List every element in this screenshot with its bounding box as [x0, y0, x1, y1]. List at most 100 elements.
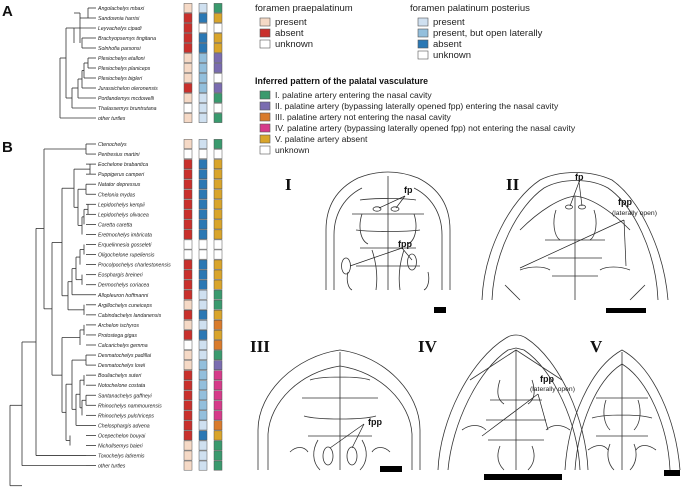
- panel-label-b: B: [2, 139, 13, 156]
- character-cell: [183, 169, 193, 180]
- character-cell: [213, 340, 223, 350]
- legend-swatch: [259, 101, 271, 111]
- skull-numeral-ii: II: [506, 175, 520, 194]
- taxon-name: Portlandemys mcdowelli: [98, 96, 155, 102]
- character-cell: [183, 149, 193, 159]
- legend-label: present: [275, 17, 307, 28]
- legend-swatch: [259, 134, 271, 144]
- character-cell: [213, 73, 223, 83]
- character-cell: [213, 450, 223, 461]
- phylogeny-tree-a: [59, 7, 96, 119]
- character-cell: [198, 309, 208, 320]
- taxon-name: Nichollsemys baieri: [98, 444, 144, 450]
- character-cell: [213, 3, 223, 13]
- character-cell: [198, 139, 208, 149]
- character-cell: [183, 3, 193, 13]
- character-cell: [198, 259, 208, 270]
- skull-i-fpp-label: fpp: [398, 239, 412, 249]
- character-cell: [213, 93, 223, 103]
- character-cell: [213, 53, 223, 63]
- character-cell: [198, 149, 208, 159]
- character-cell: [213, 229, 223, 240]
- character-cell: [183, 113, 193, 123]
- legend-label: present: [433, 17, 465, 28]
- character-cell: [183, 340, 193, 350]
- character-cell: [198, 63, 208, 73]
- taxon-name: Jurassichelon oleronensis: [97, 86, 158, 92]
- character-cell: [183, 189, 193, 200]
- character-cell: [183, 33, 193, 43]
- character-cell: [213, 139, 223, 149]
- character-cell: [198, 320, 208, 330]
- character-cell: [198, 400, 208, 411]
- character-cell: [183, 239, 193, 250]
- character-cell: [213, 360, 223, 370]
- character-cell: [183, 289, 193, 300]
- taxon-name: Puppigerus camperi: [98, 172, 145, 178]
- taxon-name: Bouliachelys suteri: [98, 373, 142, 379]
- legend-swatch: [259, 28, 271, 38]
- character-cell: [183, 279, 193, 290]
- legend-label: III. palatine artery not entering the na…: [275, 112, 451, 122]
- character-cell: [183, 320, 193, 330]
- character-cell: [213, 23, 223, 33]
- skull-iv-fpp-note: (laterally open): [530, 386, 575, 393]
- taxon-name: Dermochelys coriacea: [98, 283, 149, 289]
- character-cell: [183, 380, 193, 391]
- character-cell: [213, 83, 223, 93]
- scale-bar-iv: [484, 474, 562, 480]
- taxon-name: Natator depressus: [98, 182, 141, 188]
- character-cell: [198, 289, 208, 300]
- character-cell: [183, 330, 193, 340]
- character-cell: [198, 299, 208, 310]
- taxon-name: Eretmochelys imbricata: [98, 232, 152, 238]
- character-cell: [183, 139, 193, 149]
- taxon-name: Santanachelys gaffneyi: [98, 393, 152, 399]
- taxon-name: Leyvachelys cipadi: [98, 26, 142, 32]
- character-cell: [198, 113, 208, 123]
- character-cell: [198, 13, 208, 23]
- legend-label: absent: [433, 39, 462, 50]
- taxon-name: Caretta caretta: [98, 222, 132, 228]
- taxon-name: Sandownia harrisi: [98, 16, 140, 22]
- character-cell: [198, 279, 208, 290]
- character-cell: [183, 450, 193, 461]
- skull-numeral-v: V: [590, 337, 603, 356]
- character-cell: [198, 159, 208, 169]
- taxon-name: Argillochelys cuneiceps: [97, 303, 152, 309]
- character-cell: [198, 199, 208, 210]
- character-cell: [198, 33, 208, 43]
- scale-bar-ii: [606, 308, 646, 313]
- character-cell: [198, 360, 208, 370]
- legend-label: V. palatine artery absent: [275, 134, 368, 144]
- character-cell: [183, 299, 193, 310]
- taxon-name: Lepidochelys olivacea: [98, 212, 149, 218]
- legend-swatch: [417, 28, 429, 38]
- skull-illustration-iii: III fpp: [250, 337, 421, 472]
- character-cell: [183, 73, 193, 83]
- character-cell: [198, 239, 208, 250]
- taxon-name: Oligochelone rupeliensis: [98, 253, 155, 259]
- character-cell: [198, 189, 208, 200]
- character-cell: [213, 370, 223, 381]
- character-cell: [213, 309, 223, 320]
- legend-swatch: [259, 123, 271, 133]
- scale-bar-v: [664, 470, 680, 476]
- character-cell: [213, 269, 223, 280]
- character-cell: [183, 410, 193, 421]
- legend-swatch: [417, 50, 429, 60]
- taxon-name: Protostega gigas: [98, 333, 137, 339]
- character-cell: [183, 249, 193, 260]
- character-cell: [183, 23, 193, 33]
- legend-label: present, but open laterally: [433, 28, 543, 39]
- taxon-name: Plesiochelys etalloni: [98, 56, 146, 62]
- scale-bar-iii: [380, 466, 402, 472]
- character-cell: [198, 3, 208, 13]
- character-cell: [213, 460, 223, 471]
- character-cell: [198, 43, 208, 53]
- character-cell: [183, 460, 193, 471]
- character-cell: [213, 199, 223, 210]
- skull-numeral-i: I: [285, 175, 292, 194]
- character-cell: [213, 330, 223, 340]
- character-cell: [213, 249, 223, 260]
